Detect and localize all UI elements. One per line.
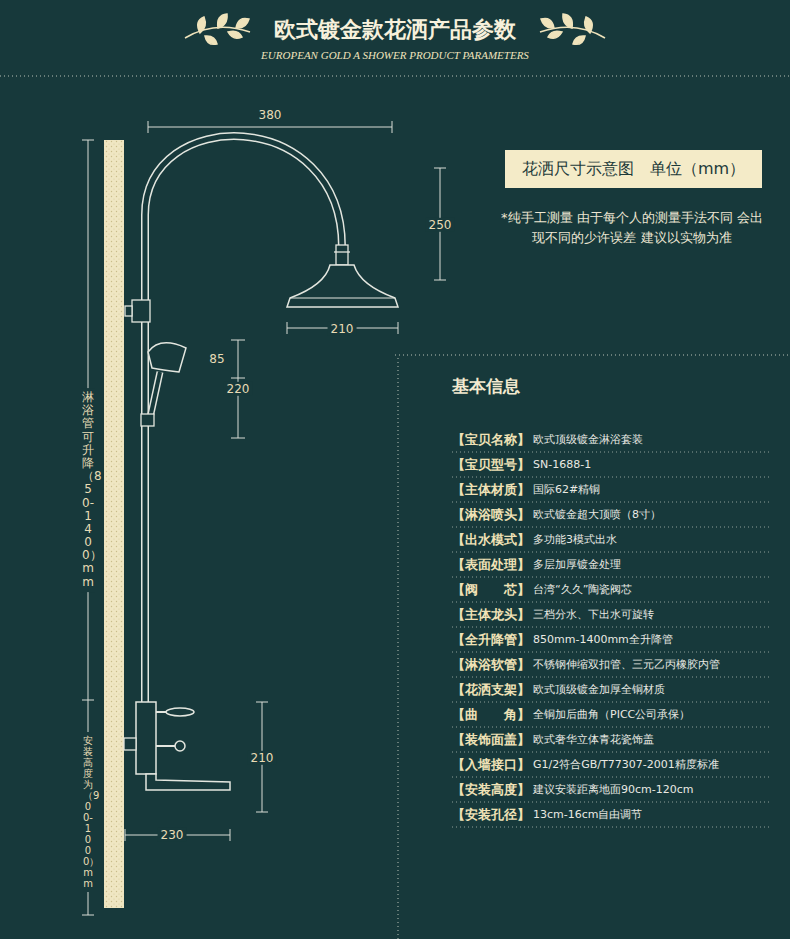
row-rule [452,527,772,528]
title-subtitle: EUROPEAN GOLD A SHOWER PRODUCT PARAMETER… [261,49,529,62]
row-rule [452,602,772,603]
spec-value: 台湾“久久”陶瓷阀芯 [533,583,632,596]
dimension-lines [82,121,446,915]
spec-value: 国际62#精铜 [533,483,600,496]
row-rule [452,702,772,703]
row-rule [452,502,772,503]
spec-value: 三档分水、下出水可旋转 [533,608,654,621]
spec-value: 全铜加后曲角（PICC公司承保） [533,708,690,721]
spec-value: 欧式奢华立体青花瓷饰盖 [533,733,654,746]
shower-column [124,136,398,790]
dimension-label: 210 [328,322,357,336]
spec-value: 多层加厚镀金处理 [533,558,621,571]
spec-value: 欧式顶级镀金淋浴套装 [533,433,643,446]
caption-box: 花洒尺寸示意图 单位（mm） [505,150,762,188]
divider-line [395,355,790,356]
spec-value: 欧式顶级镀金加厚全铜材质 [533,683,665,696]
row-rule [452,652,772,653]
dimension-label: 210 [248,751,277,765]
row-rule [452,627,772,628]
spec-key: 【淋浴软管】 [452,657,530,673]
dimension-label: 380 [259,108,282,122]
spec-key: 【全升降管】 [452,632,530,648]
spec-key: 【安装高度】 [452,782,530,798]
dimension-label: 安装高度为（900-1000）mm [82,732,94,892]
spec-key: 【出水模式】 [452,532,530,548]
row-rule [452,677,772,678]
spec-value: 建议安装距离地面90cm-120cm [533,783,694,796]
spec-key: 【入墙接口】 [452,757,530,773]
row-rule [452,727,772,728]
banner-ornament [185,14,605,44]
spec-key: 【宝贝型号】 [452,457,530,473]
divider-line [0,76,790,77]
row-rule [452,827,772,828]
measurement-note: *纯手工测量 由于每个人的测量手法不同 会出现不同的少许误差 建议以实物为准 [495,208,769,248]
dimension-label: 230 [158,828,187,842]
row-rule [452,802,772,803]
caption-text: 花洒尺寸示意图 单位（mm） [522,159,745,180]
row-rule [452,452,772,453]
spec-key: 【表面处理】 [452,557,530,573]
spec-key: 【阀 芯】 [452,582,530,598]
dimension-label: 85 [209,352,224,366]
spec-value: 不锈钢伸缩双扣管、三元乙丙橡胶内管 [533,658,720,671]
spec-key: 【淋浴喷头】 [452,507,530,523]
spec-value: 13cm-16cm自由调节 [533,808,643,821]
spec-value: SN-1688-1 [533,458,591,471]
row-rule [452,777,772,778]
spec-key: 【主体材质】 [452,482,530,498]
spec-value: 850mm-1400mm全升降管 [533,633,673,646]
row-rule [452,577,772,578]
spec-value: 多功能3模式出水 [533,533,617,546]
row-rules [452,452,772,827]
spec-key: 【装饰面盖】 [452,732,530,748]
wall [104,140,124,908]
section-heading: 基本信息 [452,376,520,396]
dimension-label: 250 [426,218,455,232]
divider-line [398,358,399,939]
spec-key: 【曲 角】 [452,707,530,723]
dimension-label: 淋浴管可升降（850-1400）mm [81,388,95,592]
row-rule [452,477,772,478]
spec-key: 【花洒支架】 [452,682,530,698]
page-title: 欧式镀金款花洒产品参数 [274,17,516,43]
spec-key: 【宝贝名称】 [452,432,530,448]
dimension-label: 220 [224,382,253,396]
spec-value: G1/2符合GB/T77307-2001精度标准 [533,758,719,771]
spec-key: 【安装孔径】 [452,807,530,823]
row-rule [452,552,772,553]
spec-value: 欧式镀金超大顶喷（8寸） [533,508,661,521]
spec-key: 【主体龙头】 [452,607,530,623]
row-rule [452,752,772,753]
